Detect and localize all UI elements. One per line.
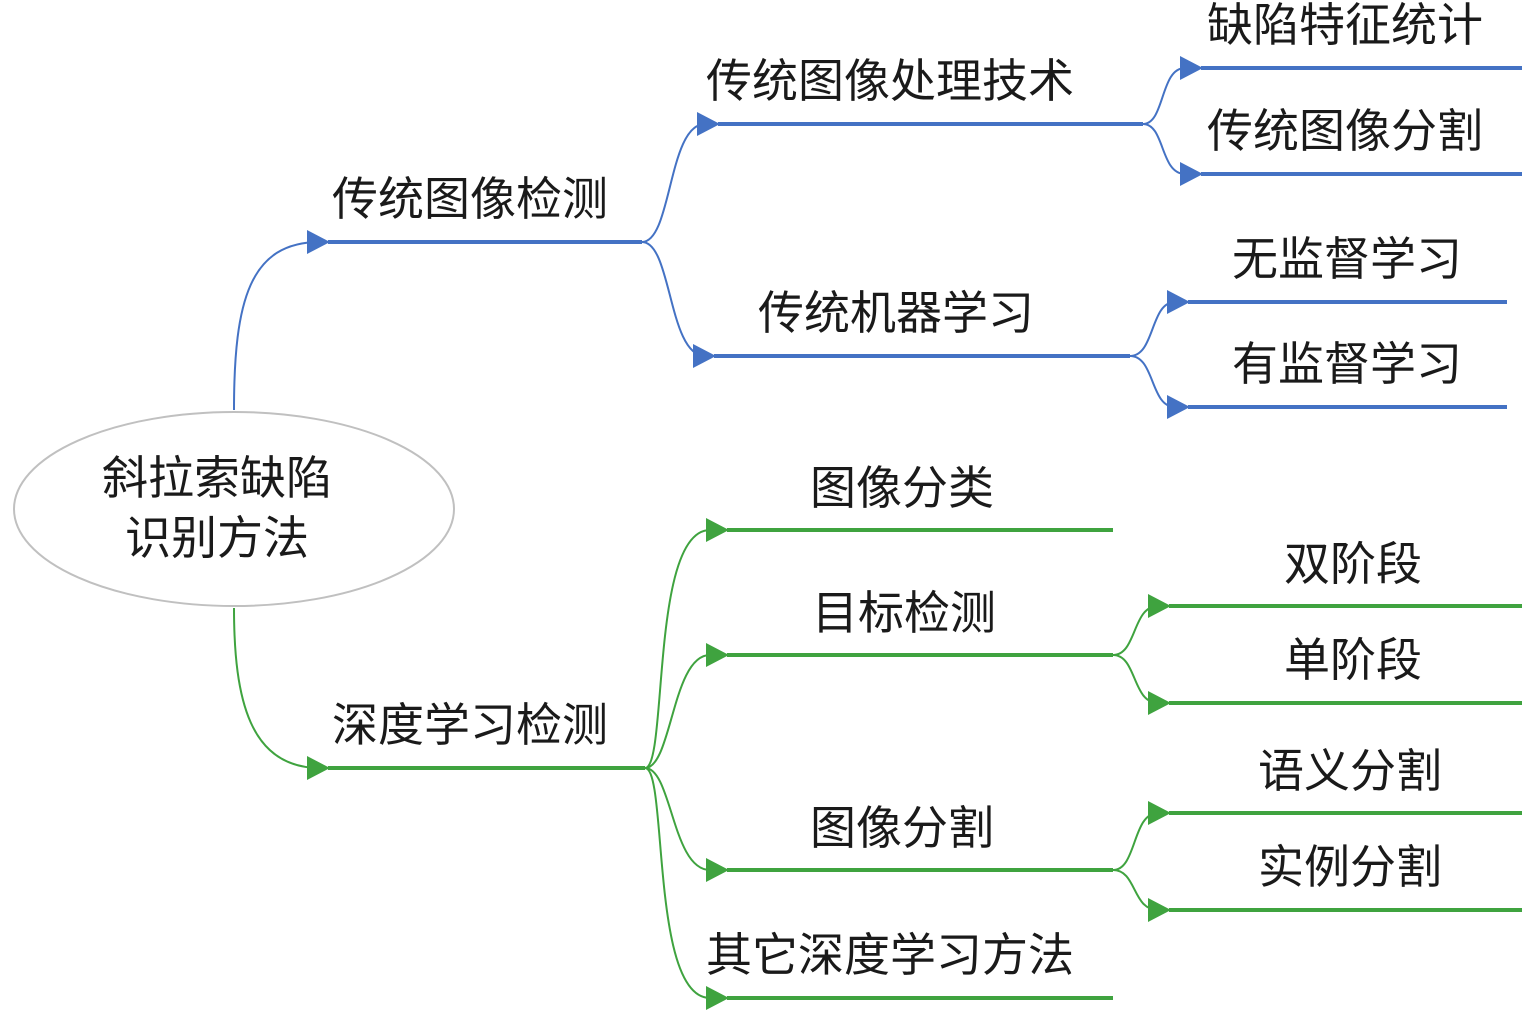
- edge-deep-other: [644, 767, 711, 999]
- edge-imgproc-seg: [1142, 123, 1186, 175]
- node-unsupervised-learning: 无监督学习: [1232, 232, 1462, 286]
- arrow-deep: [307, 756, 330, 780]
- node-one-stage: 单阶段: [1284, 633, 1422, 687]
- node-image-classification: 图像分类: [810, 461, 994, 515]
- node-object-detection: 目标检测: [812, 586, 996, 640]
- edge-deep-seg: [644, 767, 711, 871]
- edge-traditional-imgproc: [641, 123, 706, 243]
- arrow-traditional: [307, 230, 330, 254]
- arrow-one-stage: [1148, 691, 1171, 715]
- node-supervised-learning: 有监督学习: [1232, 337, 1462, 391]
- edge-root-deep: [233, 607, 321, 769]
- edge-deep-cls: [644, 529, 711, 769]
- arrow-other: [706, 986, 729, 1010]
- node-traditional-machine-learning: 传统机器学习: [758, 286, 1034, 340]
- node-instance-segmentation: 实例分割: [1258, 840, 1442, 894]
- arrow-imgproc: [697, 112, 720, 136]
- arrow-cls: [706, 518, 729, 542]
- node-traditional-image-segmentation: 传统图像分割: [1207, 104, 1483, 158]
- edge-deep-det: [644, 654, 711, 769]
- node-traditional-detection: 传统图像检测: [332, 172, 608, 226]
- arrow-unsup: [1167, 290, 1190, 314]
- node-defect-feature-statistics: 缺陷特征统计: [1207, 0, 1483, 52]
- arrow-tradseg: [1180, 162, 1203, 186]
- root-label-line1: 斜拉索缺陷: [102, 451, 332, 505]
- node-traditional-image-processing: 传统图像处理技术: [706, 54, 1074, 108]
- arrow-semantic: [1148, 801, 1171, 825]
- node-two-stage: 双阶段: [1284, 537, 1422, 591]
- root-node-label: 斜拉索缺陷 识别方法: [14, 448, 420, 568]
- root-node-ellipse: [13, 411, 455, 607]
- arrow-sup: [1167, 395, 1190, 419]
- arrow-ml: [693, 344, 716, 368]
- edge-traditional-ml: [641, 241, 706, 357]
- edge-imgproc-stat: [1142, 67, 1186, 125]
- node-deep-learning-detection: 深度学习检测: [332, 698, 608, 752]
- arrow-det: [706, 643, 729, 667]
- arrow-two-stage: [1148, 594, 1171, 618]
- root-label-line2: 识别方法: [125, 511, 309, 565]
- node-semantic-segmentation: 语义分割: [1258, 744, 1442, 798]
- arrow-stat: [1180, 56, 1203, 80]
- node-image-segmentation: 图像分割: [810, 801, 994, 855]
- edge-root-traditional: [233, 241, 321, 411]
- node-other-deep-learning-methods: 其它深度学习方法: [706, 928, 1074, 982]
- arrow-seg: [706, 858, 729, 882]
- arrow-instance: [1148, 898, 1171, 922]
